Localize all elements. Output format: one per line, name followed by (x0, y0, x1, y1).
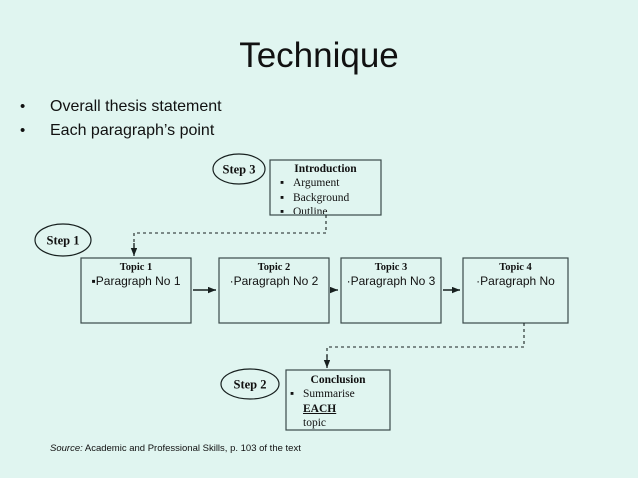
source-label: Source: (50, 443, 83, 454)
list-item: • Overall thesis statement (14, 96, 414, 118)
step-1-label: Step 1 (47, 234, 80, 248)
dot-bullet-icon: · (229, 274, 234, 288)
topic-1-line: ▪Paragraph No 1 (83, 274, 189, 289)
bullet-list: • Overall thesis statement • Each paragr… (14, 96, 414, 144)
topic-2-content: Topic 2 ·Paragraph No 2 (221, 262, 327, 289)
page-title: Technique (239, 36, 399, 75)
topic-2-box (218, 257, 330, 324)
dot-bullet-icon: · (476, 274, 481, 288)
topic-1-content: Topic 1 ▪Paragraph No 1 (83, 262, 189, 289)
bullet-text: Overall thesis statement (50, 98, 222, 115)
source-note: Source: Academic and Professional Skills… (50, 443, 301, 454)
conclusion-item-label: Summarise EACH (303, 387, 388, 416)
step-3-label: Step 3 (223, 163, 256, 177)
introduction-title: Introduction (294, 163, 357, 175)
connector-intro-to-topic1 (133, 215, 327, 252)
topic-3-line: ·Paragraph No 3 (343, 274, 439, 289)
introduction-item-label: Background (293, 191, 350, 204)
topic-3-box (340, 257, 442, 324)
introduction-item: ▪ Background (272, 191, 379, 206)
source-text: Academic and Professional Skills, p. 103… (82, 443, 301, 454)
conclusion-item-cont: topic (288, 416, 388, 429)
topic-3-text: Paragraph No 3 (350, 274, 436, 288)
bullet-marker-icon: • (20, 98, 26, 115)
topic-2-text: Paragraph No 2 (233, 274, 319, 288)
list-item: • Each paragraph’s point (14, 120, 414, 142)
square-bullet-icon: ▪ (280, 206, 285, 214)
square-bullet-icon: ▪ (91, 274, 96, 288)
square-bullet-icon: ▪ (280, 177, 285, 189)
topic-4-box (462, 257, 569, 324)
introduction-item-label: Argument (293, 177, 340, 189)
conclusion-text-after: topic (303, 417, 326, 429)
conclusion-text-before: Summarise (303, 388, 355, 400)
topic-2-line: ·Paragraph No 2 (221, 274, 327, 289)
introduction-content: Introduction ▪ Argument ▪ Background ▪ O… (272, 163, 379, 214)
topic-4-content: Topic 4 ·Paragraph No (465, 262, 566, 289)
topic-1-box (80, 257, 192, 324)
introduction-item: ▪ Argument (272, 176, 379, 191)
topic-4-title: Topic 4 (499, 262, 532, 273)
conclusion-emphasis: EACH (303, 402, 337, 415)
dot-bullet-icon: · (346, 274, 351, 288)
connector-topic4-to-conclusion (326, 323, 525, 364)
conclusion-content: Conclusion ▪ Summarise EACH topic (288, 374, 388, 429)
topic-3-content: Topic 3 ·Paragraph No 3 (343, 262, 439, 289)
topic-4-line: ·Paragraph No (465, 274, 566, 289)
topic-1-title: Topic 1 (119, 262, 153, 273)
conclusion-title: Conclusion (310, 374, 366, 386)
bullet-marker-icon: • (20, 122, 26, 139)
topic-3-title: Topic 3 (374, 262, 408, 273)
topic-2-title: Topic 2 (257, 262, 291, 273)
step-1-badge (34, 223, 92, 257)
step-2-badge (220, 368, 280, 400)
step-3-badge (212, 153, 266, 185)
square-bullet-icon: ▪ (280, 191, 285, 204)
topic-4-text: Paragraph No (480, 274, 555, 288)
square-bullet-icon: ▪ (290, 388, 295, 400)
bullet-text: Each paragraph’s point (50, 122, 215, 139)
introduction-item: ▪ Outline (272, 205, 379, 214)
conclusion-box (285, 369, 391, 431)
conclusion-item: ▪ Summarise EACH (288, 387, 388, 416)
introduction-item-label: Outline (293, 206, 328, 214)
step-2-label: Step 2 (234, 378, 267, 392)
topic-1-text: Paragraph No 1 (95, 274, 181, 288)
